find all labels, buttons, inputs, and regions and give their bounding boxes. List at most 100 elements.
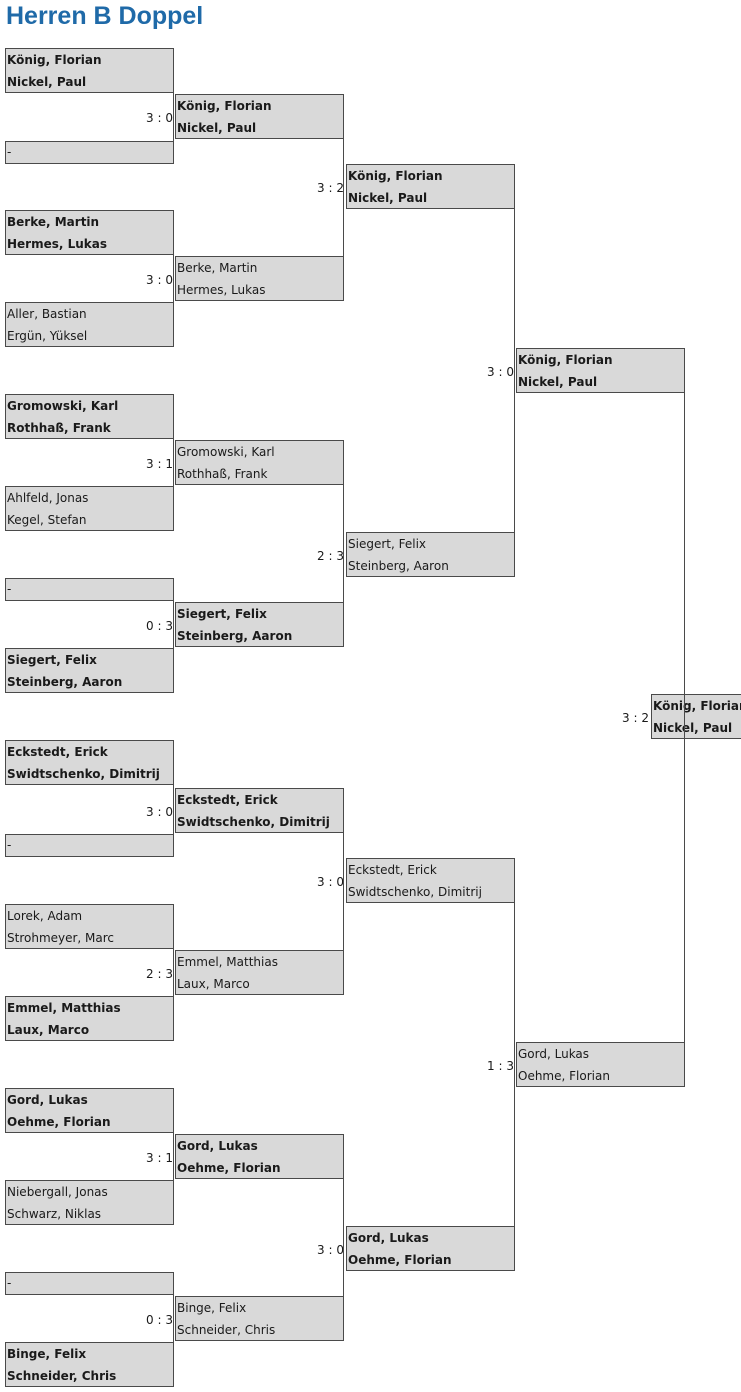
player-name: Steinberg, Aaron: [7, 675, 123, 689]
player-name: -: [7, 1276, 12, 1290]
player-name: Nickel, Paul: [518, 375, 598, 389]
player-name: Laux, Marco: [7, 1023, 90, 1037]
player-name: Ahlfeld, Jonas: [7, 491, 89, 505]
player-name: Aller, Bastian: [7, 307, 87, 321]
player-name: König, Florian: [653, 699, 741, 713]
match-score: 3 : 0: [487, 365, 514, 379]
player-name: Strohmeyer, Marc: [7, 931, 115, 945]
bracket-connector-line: [173, 1295, 174, 1342]
player-name: Swidtschenko, Dimitrij: [348, 885, 482, 899]
match-score: 3 : 0: [146, 805, 173, 819]
player-name: König, Florian: [7, 53, 102, 67]
player-name: Emmel, Matthias: [177, 955, 278, 969]
bracket-connector-line: [173, 949, 174, 996]
player-name: Nickel, Paul: [177, 121, 257, 135]
player-name: -: [7, 838, 12, 852]
player-name: Niebergall, Jonas: [7, 1185, 108, 1199]
match-score: 3 : 0: [146, 273, 173, 287]
player-name: Oehme, Florian: [177, 1161, 281, 1175]
player-name: Berke, Martin: [177, 261, 258, 275]
player-name: Swidtschenko, Dimitrij: [177, 815, 330, 829]
match-score: 0 : 3: [146, 1313, 173, 1327]
player-name: Nickel, Paul: [653, 721, 733, 735]
r1-team-box: -: [5, 141, 174, 164]
player-name: Siegert, Felix: [7, 653, 97, 667]
player-name: Nickel, Paul: [7, 75, 87, 89]
player-name: Emmel, Matthias: [7, 1001, 121, 1015]
player-name: Nickel, Paul: [348, 191, 428, 205]
match-score: 3 : 0: [317, 1243, 344, 1257]
bracket-connector-line: [514, 903, 515, 1226]
bracket-connector-line: [343, 139, 344, 256]
player-name: Schneider, Chris: [177, 1323, 276, 1337]
player-name: König, Florian: [177, 99, 272, 113]
bracket-connector-line: [173, 601, 174, 648]
match-score: 3 : 2: [622, 711, 649, 725]
player-name: Hermes, Lukas: [177, 283, 266, 297]
bracket-connector-line: [343, 485, 344, 602]
match-score: 2 : 3: [146, 967, 173, 981]
player-name: Rothhaß, Frank: [177, 467, 268, 481]
bracket-connector-line: [173, 785, 174, 834]
match-score: 1 : 3: [487, 1059, 514, 1073]
player-name: Laux, Marco: [177, 977, 250, 991]
player-name: Gord, Lukas: [177, 1139, 258, 1153]
player-name: Siegert, Felix: [348, 537, 426, 551]
player-name: Kegel, Stefan: [7, 513, 87, 527]
player-name: König, Florian: [348, 169, 443, 183]
player-name: Oehme, Florian: [518, 1069, 610, 1083]
player-name: Berke, Martin: [7, 215, 100, 229]
player-name: Oehme, Florian: [348, 1253, 452, 1267]
player-name: Binge, Felix: [177, 1301, 247, 1315]
player-name: Ergün, Yüksel: [7, 329, 88, 343]
player-name: Swidtschenko, Dimitrij: [7, 767, 160, 781]
player-name: Schwarz, Niklas: [7, 1207, 102, 1221]
player-name: -: [7, 145, 12, 159]
match-score: 3 : 1: [146, 1151, 173, 1165]
bracket-connector-line: [173, 1133, 174, 1180]
bracket-connector-line: [173, 255, 174, 302]
r1-team-box: -: [5, 1272, 174, 1295]
player-name: Rothhaß, Frank: [7, 421, 111, 435]
page-title: Herren B Doppel: [6, 2, 204, 30]
r1-team-box: -: [5, 834, 174, 857]
bracket-connector-line: [173, 439, 174, 486]
player-name: Gromowski, Karl: [7, 399, 119, 413]
bracket-connector-line: [514, 209, 515, 532]
bracket-connector-line: [343, 1179, 344, 1296]
player-name: Gromowski, Karl: [177, 445, 275, 459]
match-score: 3 : 2: [317, 181, 344, 195]
bracket-connector-line: [343, 833, 344, 950]
player-name: Gord, Lukas: [518, 1047, 590, 1061]
r1-team-box: -: [5, 578, 174, 601]
match-score: 2 : 3: [317, 549, 344, 563]
player-name: Steinberg, Aaron: [177, 629, 293, 643]
player-name: Lorek, Adam: [7, 909, 83, 923]
player-name: Gord, Lukas: [7, 1093, 88, 1107]
player-name: Eckstedt, Erick: [177, 793, 278, 807]
